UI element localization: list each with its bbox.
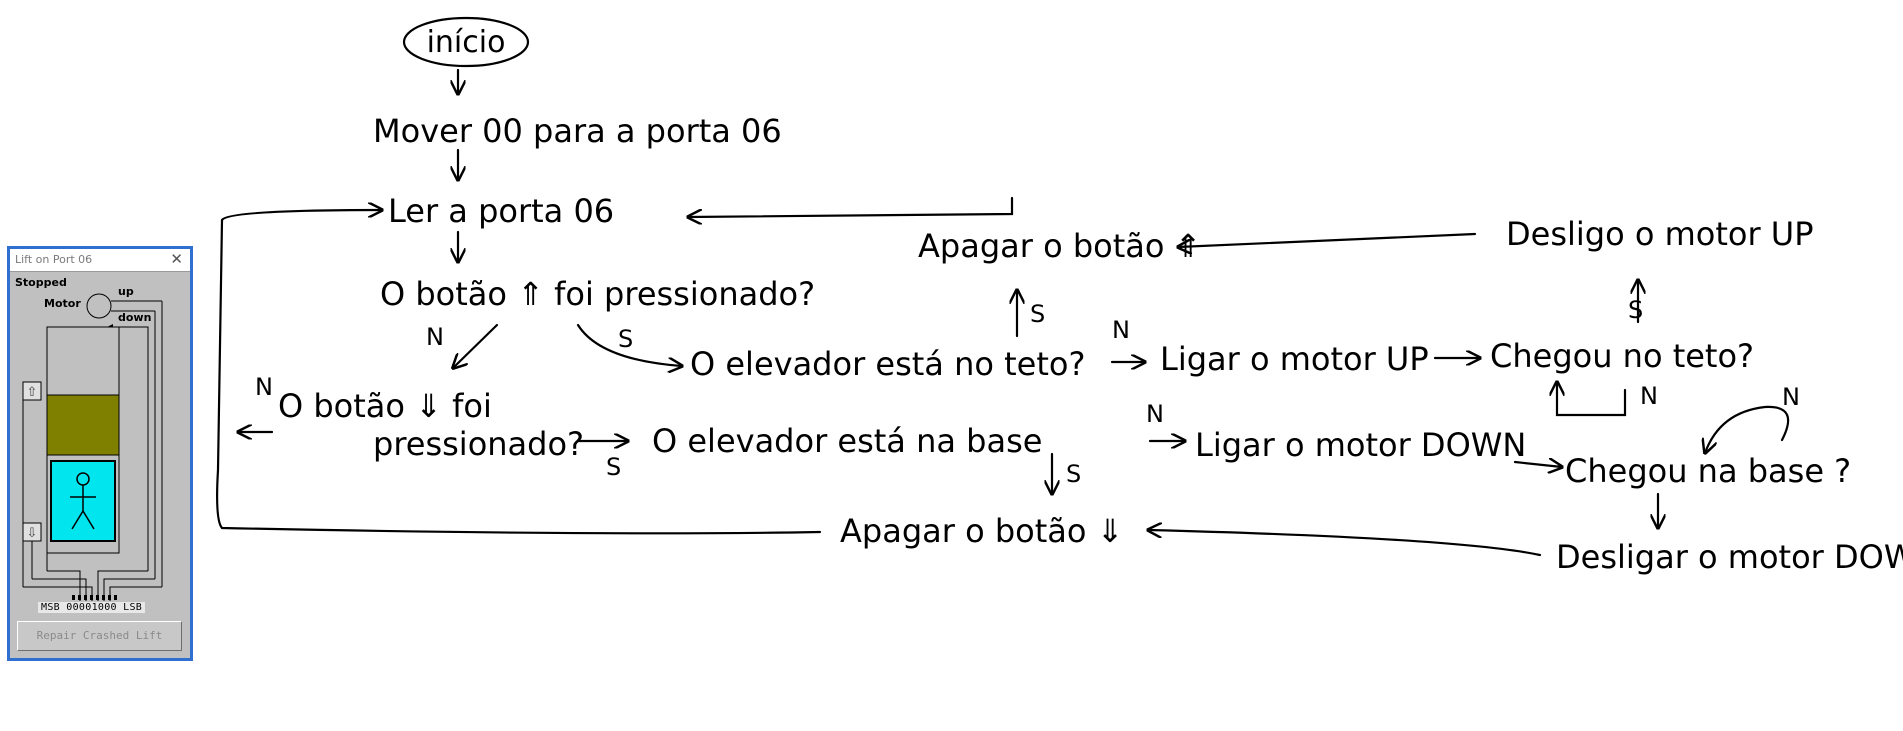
lift-diagram: ⇧ ⇩	[22, 293, 163, 601]
arrow-reachedbase-no-loop	[1705, 405, 1790, 453]
call-up-button[interactable]	[22, 381, 42, 401]
close-icon[interactable]: ✕	[170, 250, 183, 268]
connectors	[216, 68, 1790, 557]
action-clear-up: Apagar o botão ⇑	[918, 227, 1201, 265]
arrow-offup-clearup	[1178, 232, 1477, 247]
start-oval	[402, 16, 530, 68]
action-motor-down: Ligar o motor DOWN	[1195, 426, 1526, 464]
arrow-reachedtop-no-loop	[1557, 382, 1627, 417]
lift-window-title: Lift on Port 06	[15, 253, 93, 266]
label-top-no: N	[1112, 316, 1130, 344]
arrow-clearup-read	[688, 196, 1014, 217]
repair-crashed-lift-button[interactable]: Repair Crashed Lift	[17, 621, 182, 651]
arrow-motordown-reached	[1513, 462, 1562, 467]
decision-reached-top: Chegou no teto?	[1490, 337, 1754, 375]
arrow-qup-yes	[576, 323, 682, 366]
down-label: down	[118, 311, 152, 324]
lift-shaft	[46, 326, 120, 396]
bus-pins	[72, 595, 117, 600]
action-off-down: Desligar o motor DOWN	[1556, 538, 1903, 576]
label-qdown-no: N	[255, 373, 273, 401]
decision-down-pressed-line2: pressionado?	[373, 425, 584, 463]
label-qup-no: N	[426, 323, 444, 351]
lift-status: Stopped	[15, 276, 67, 289]
lift-shaft-filled	[46, 394, 120, 456]
decision-down-pressed-line1: O botão ⇓ foi	[278, 387, 492, 425]
up-arrow-icon: ⇧	[27, 385, 38, 400]
label-qdown-yes: S	[606, 453, 621, 481]
label-base-yes: S	[1066, 460, 1081, 488]
start-label: início	[427, 25, 506, 60]
step-move: Mover 00 para a porta 06	[373, 112, 782, 150]
action-clear-down: Apagar o botão ⇓	[840, 512, 1123, 550]
arrow-qup-no	[453, 323, 499, 368]
action-off-up: Desligo o motor UP	[1506, 215, 1814, 253]
label-reachedtop-no: N	[1640, 382, 1658, 410]
decision-reached-base: Chegou na base ?	[1565, 452, 1851, 490]
arrow-offdown-cleardown	[1148, 530, 1542, 557]
lift-window[interactable]: Lift on Port 06 ✕ Stopped Motor up down …	[7, 246, 193, 661]
down-arrow-icon: ⇩	[27, 526, 38, 541]
action-motor-up: Ligar o motor UP	[1160, 340, 1429, 378]
lift-window-titlebar[interactable]: Lift on Port 06 ✕	[10, 249, 190, 272]
up-label: up	[118, 285, 134, 298]
motor-label: Motor	[44, 297, 81, 310]
label-base-no: N	[1146, 400, 1164, 428]
step-read: Ler a porta 06	[388, 192, 614, 230]
decision-at-top: O elevador está no teto?	[690, 345, 1085, 383]
motor-icon	[86, 293, 112, 319]
arrow-loop-back-read	[216, 210, 822, 535]
decision-up-pressed: O botão ⇑ foi pressionado?	[380, 275, 815, 313]
person-icon	[70, 472, 96, 530]
label-qup-yes: S	[618, 325, 633, 353]
label-reachedtop-yes: S	[1628, 296, 1643, 324]
label-reachedbase-no: N	[1782, 383, 1800, 411]
decision-at-base: O elevador está na base	[652, 422, 1042, 460]
label-top-yes: S	[1030, 300, 1045, 328]
port-register: MSB 00001000 LSB	[38, 602, 146, 613]
